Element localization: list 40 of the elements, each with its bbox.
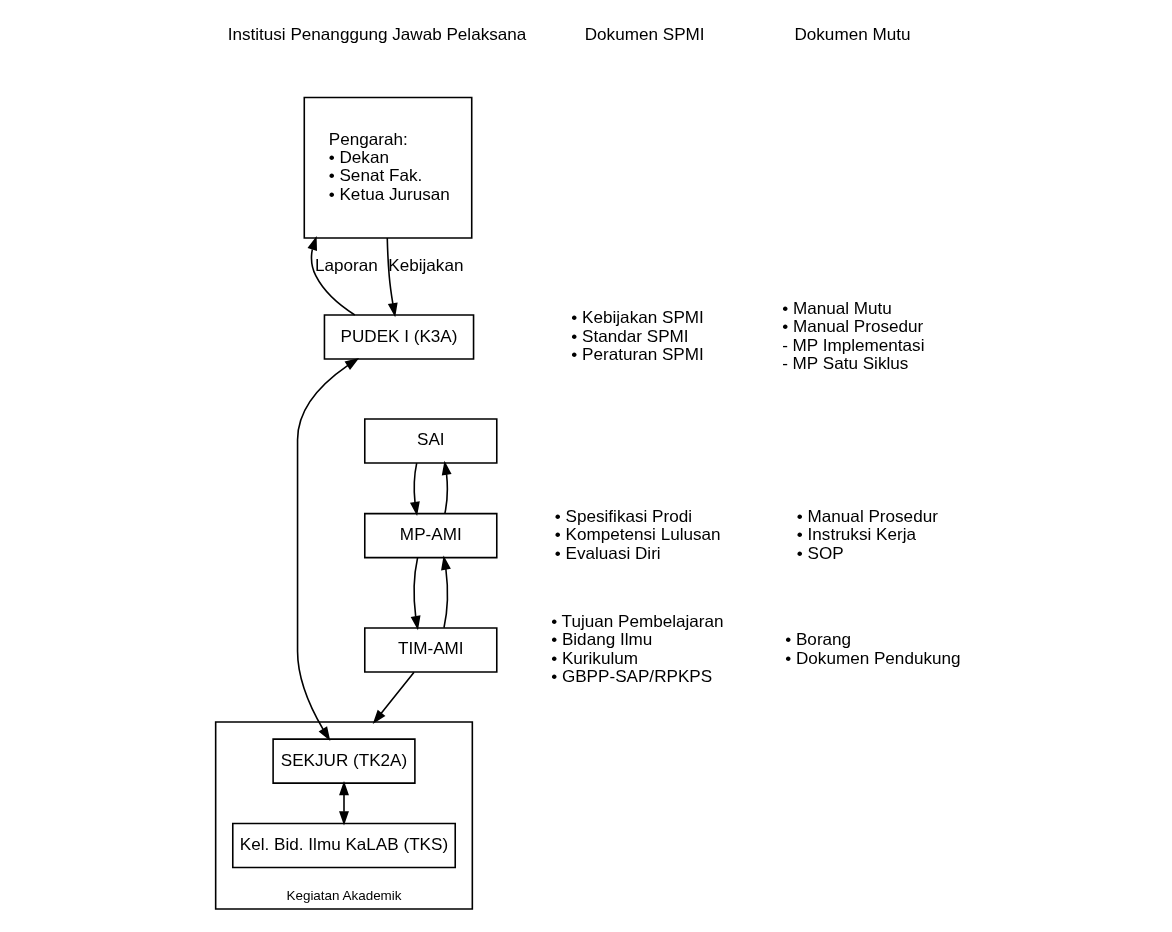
- label: - MP Implementasi: [782, 335, 925, 355]
- label: - MP Satu Siklus: [782, 354, 909, 374]
- node-box: TIM-AMI: [364, 627, 498, 673]
- label: • Instruksi Kerja: [796, 525, 916, 545]
- label: Institusi Penanggung Jawab Pelaksana: [227, 24, 527, 44]
- label: • Bidang Ilmu: [551, 630, 653, 650]
- arrow: [410, 557, 421, 631]
- label: • Manual Mutu: [782, 299, 892, 319]
- arrow: [296, 358, 360, 742]
- node-box: Kel. Bid. Ilmu KaLAB (TKS): [232, 822, 456, 869]
- node-box: Pengarah: • Dekan • Senat Fak. • Ketua Jurusan: [303, 96, 473, 239]
- label: • SOP: [796, 543, 844, 563]
- arrow: [441, 555, 451, 629]
- label: • Borang: [785, 630, 852, 650]
- node-box: PUDEK I (K3A): [323, 314, 475, 360]
- node-box: SAI: [364, 418, 498, 464]
- label: • Tujuan Pembelajaran: [551, 611, 724, 631]
- edge-label: Kebijakan: [388, 256, 464, 276]
- arrow: [409, 462, 420, 516]
- label: • Kurikulum: [551, 648, 638, 668]
- label: • Peraturan SPMI: [571, 344, 704, 364]
- arrow: [339, 781, 349, 826]
- arrow: [307, 236, 356, 316]
- label: • Evaluasi Diri: [554, 543, 661, 563]
- node-box: SEKJUR (TK2A): [272, 738, 416, 784]
- arrow: [386, 237, 398, 318]
- label: • Kebijakan SPMI: [571, 308, 704, 328]
- label: • Standar SPMI: [571, 326, 689, 346]
- label: • Dokumen Pendukung: [785, 648, 961, 668]
- label: • GBPP-SAP/RPKPS: [551, 666, 713, 686]
- label: • Manual Prosedur: [796, 506, 938, 526]
- label: Dokumen SPMI: [584, 24, 705, 44]
- label: • Kompetensi Lulusan: [554, 525, 721, 545]
- arrow: [441, 460, 452, 515]
- label: • Spesifikasi Prodi: [554, 506, 693, 526]
- label: Dokumen Mutu: [794, 24, 911, 44]
- arrow: [372, 671, 415, 724]
- node-box: MP-AMI: [364, 512, 498, 559]
- label: • Manual Prosedur: [782, 317, 924, 337]
- edge-label: Laporan: [315, 256, 378, 276]
